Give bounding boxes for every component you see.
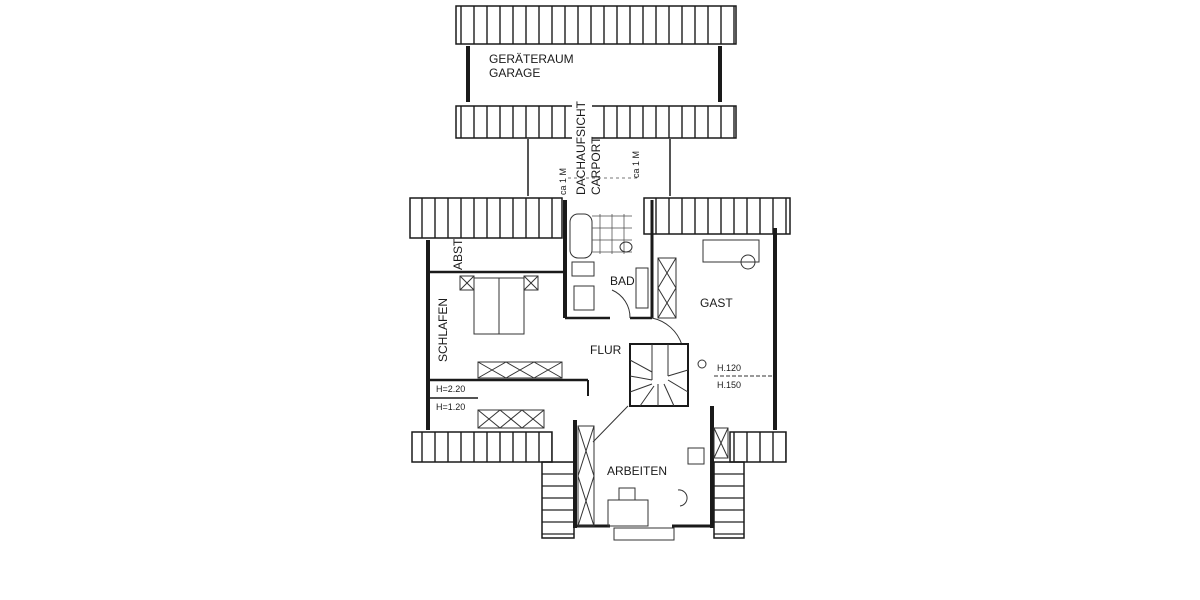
dim-h150: H.150 xyxy=(717,380,741,390)
garage-roof-top xyxy=(455,5,737,45)
roof-right xyxy=(643,197,791,235)
dim-h120-right: H.120 xyxy=(717,363,741,373)
garage-label-2: GARAGE xyxy=(489,66,540,80)
dim-carport-left: ca 1 M xyxy=(558,168,568,195)
dim-h220: H=2.20 xyxy=(436,384,465,394)
height-labels-right: H.120 H.150 xyxy=(697,359,772,390)
roof-lower-right xyxy=(713,427,787,539)
carport-label-2: CARPORT xyxy=(589,136,603,195)
carport-label-1: DACHAUFSICHT xyxy=(574,100,588,195)
bad-room: BAD xyxy=(569,213,649,319)
main-walls xyxy=(426,200,777,430)
roof-left xyxy=(409,197,563,239)
garage-roof-bottom xyxy=(455,104,737,140)
gast-label: GAST xyxy=(700,296,733,310)
height-labels-left: H=2.20 H=1.20 xyxy=(430,378,588,429)
bad-label: BAD xyxy=(610,274,635,288)
dim-carport-right: ca 1 M xyxy=(631,151,641,178)
carport-area: DACHAUFSICHT CARPORT ca 1 M ca 1 M xyxy=(527,100,671,196)
arbeiten-label: ARBEITEN xyxy=(607,464,667,478)
garage-label-1: GERÄTERAUM xyxy=(489,52,574,66)
abst-label: ABST xyxy=(451,238,465,270)
roof-lower-left xyxy=(411,431,575,539)
flur-stairs: FLUR xyxy=(587,343,689,443)
arbeiten-room xyxy=(573,406,714,541)
garage-room: GERÄTERAUM GARAGE xyxy=(466,46,722,102)
schlafen-room: SCHLAFEN xyxy=(436,275,563,379)
flur-label: FLUR xyxy=(590,343,622,357)
schlafen-label: SCHLAFEN xyxy=(436,298,450,362)
dim-h120-left: H=1.20 xyxy=(436,402,465,412)
gast-room: GAST xyxy=(651,239,760,346)
